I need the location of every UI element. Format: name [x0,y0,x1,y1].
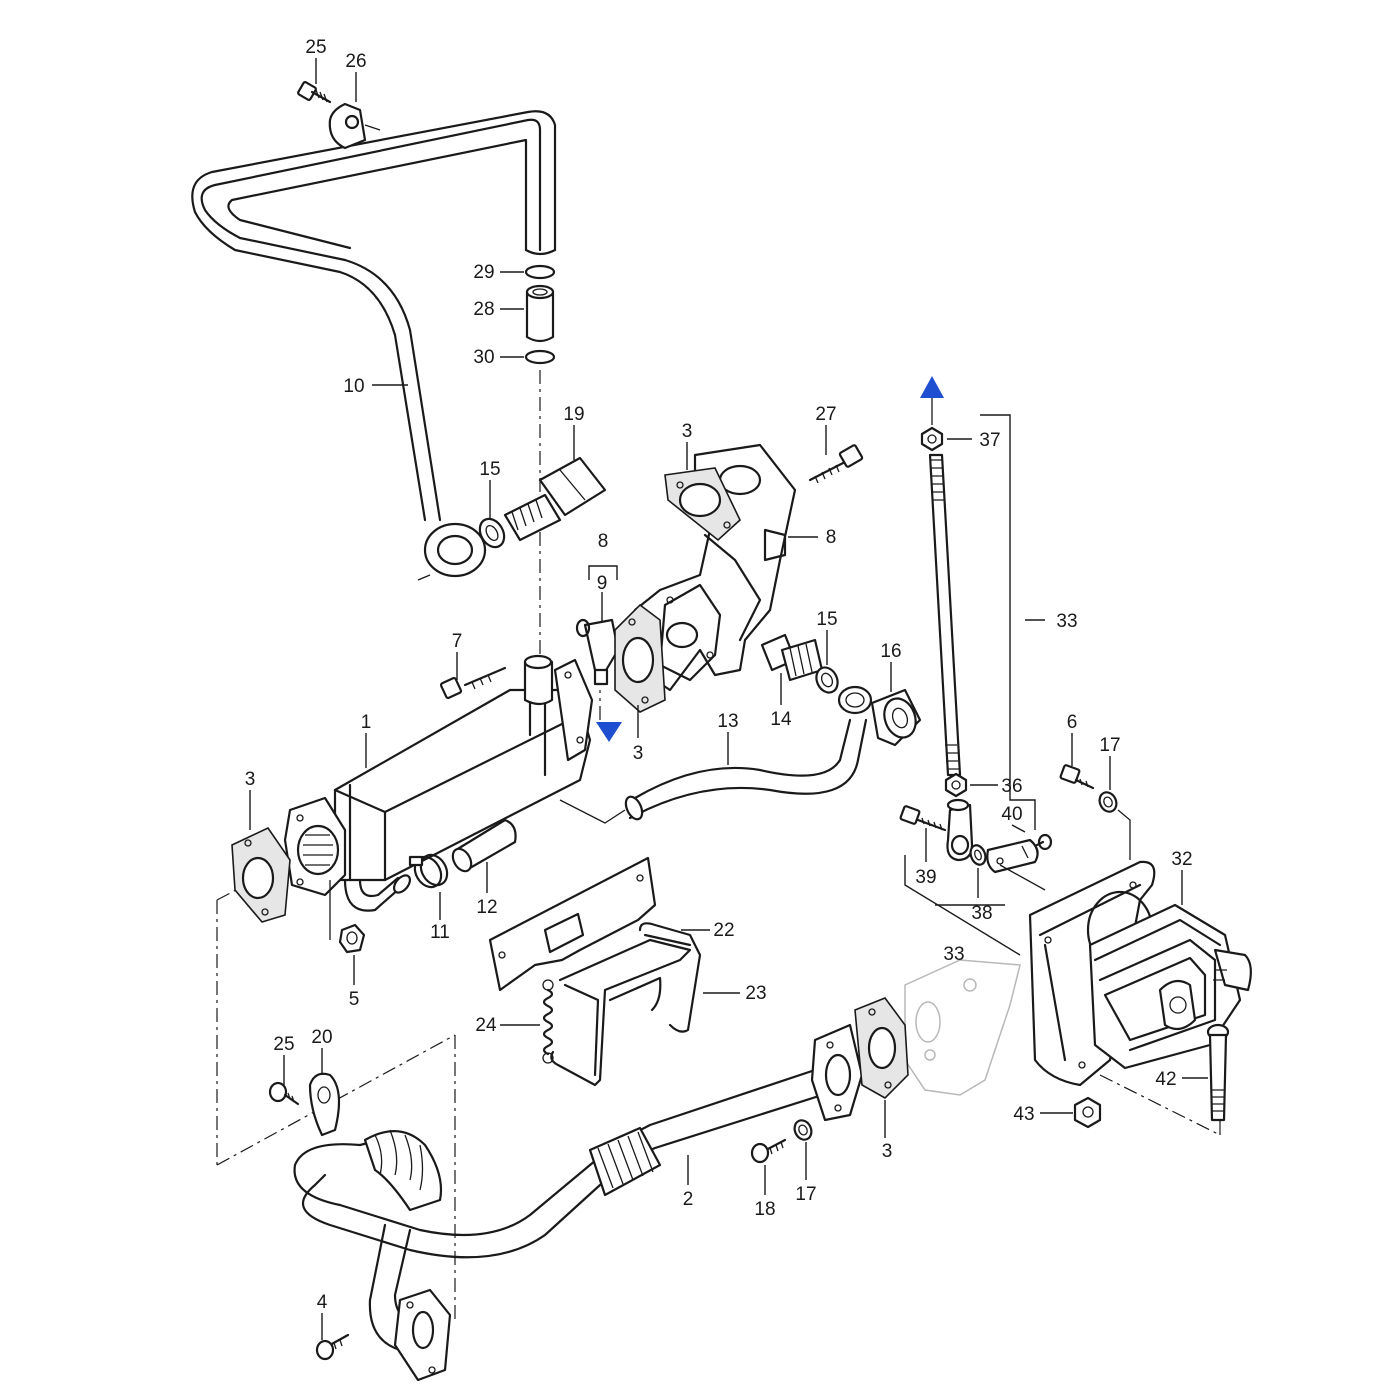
washer-15b [815,666,839,694]
callout-3-mid: 3 [633,743,644,764]
spring-clip-22 [638,922,702,1033]
washer-15a [478,517,506,549]
gasket-3-left [231,826,291,923]
hose-12 [451,818,517,873]
nut-43 [1073,1096,1102,1129]
callout-32: 32 [1171,849,1192,870]
bolt-6 [1059,764,1095,790]
callout-13: 13 [717,711,738,732]
callout-36: 36 [1001,776,1022,797]
spring-24 [542,979,554,1064]
callout-24: 24 [475,1015,497,1036]
callout-18: 18 [754,1199,775,1220]
callout-28: 28 [473,299,494,320]
callout-25-lower: 25 [273,1034,294,1055]
gasket-3-top [664,467,741,542]
callout-17: 17 [1099,735,1120,756]
callout-29: 29 [473,262,494,283]
callout-26: 26 [345,51,366,72]
bolt-39 [899,805,947,832]
callout-labels: 25 26 29 28 30 10 19 15 3 27 8 8 9 7 15 … [245,37,1193,1313]
callout-6: 6 [1067,712,1078,733]
heat-shield-plate [488,856,657,992]
callout-25: 25 [305,37,326,58]
bracket-plate-40 [986,833,1053,874]
arrow-up-icon [920,376,944,398]
nut-5 [338,923,366,954]
callout-8: 8 [826,527,837,548]
callout-33: 33 [1056,611,1077,632]
nut-37 [920,426,944,452]
callout-3: 3 [682,421,693,442]
callout-15: 15 [479,459,500,480]
callout-38: 38 [971,903,992,924]
callout-23: 23 [745,983,766,1004]
egr-pipe-2 [293,1023,864,1382]
callout-43: 43 [1013,1104,1034,1125]
washer-17b [793,1119,813,1141]
coolant-pipe-10 [191,110,557,581]
bolt-4 [315,1333,350,1361]
callout-27: 27 [815,404,836,425]
callout-20: 20 [311,1027,332,1048]
sensor-9 [575,618,620,686]
callout-40: 40 [1001,804,1022,825]
bolt-42 [1206,1023,1230,1122]
union-fitting-19 [503,456,607,542]
callout-2: 2 [683,1189,694,1210]
egr-cooler-1 [283,654,594,912]
egr-valve-housing-8 [633,443,797,692]
callout-7: 7 [452,631,463,652]
bolt-7 [439,666,507,700]
washer-38 [969,844,987,866]
bolt-25-bottom [268,1081,300,1106]
gasket-3-mid [614,603,666,713]
nut-36 [944,772,968,798]
callout-4: 4 [317,1292,328,1313]
direction-arrows [596,376,944,742]
callout-16: 16 [880,641,901,662]
callout-39: 39 [915,867,936,888]
actuator-32 [1028,860,1252,1087]
callout-8-group: 8 [598,531,609,552]
hollow-bolt-14 [760,633,824,682]
hose-clamp-11 [408,853,449,889]
bracket-23 [550,938,692,1087]
callout-30: 30 [473,347,494,368]
o-ring-30 [524,349,556,365]
callout-22: 22 [713,920,734,941]
callout-1: 1 [361,712,372,733]
o-ring-29 [524,264,556,280]
callout-33-lower: 33 [943,944,964,965]
callout-19: 19 [563,404,584,425]
engine-block-outline [904,959,1021,1096]
callout-5: 5 [349,989,360,1010]
sleeve-28 [525,284,555,343]
hose-13 [624,685,873,821]
callout-37: 37 [979,430,1000,451]
callout-9: 9 [597,573,608,594]
callout-11: 11 [430,922,450,943]
callout-15-lower: 15 [816,609,837,630]
arrow-down-icon [596,722,622,742]
callout-10: 10 [343,376,364,397]
callout-3-right: 3 [882,1141,893,1162]
stud-bolt-33 [928,453,962,777]
washer-17a [1098,791,1118,813]
gasket-3-right [854,997,909,1099]
callout-12: 12 [476,897,497,918]
callout-14: 14 [770,709,792,730]
bolt-25-top [297,81,332,104]
leader-lines [249,58,1208,1340]
bolt-18 [750,1138,787,1164]
callout-17-lower: 17 [795,1184,816,1205]
pipe-clamp-20 [308,1072,341,1137]
banjo-fitting [946,798,974,862]
callout-3-left: 3 [245,769,256,790]
union-nut-16 [870,688,922,747]
bolt-27 [808,444,864,484]
callout-42: 42 [1155,1069,1176,1090]
pipe-clamp-26 [328,102,381,150]
